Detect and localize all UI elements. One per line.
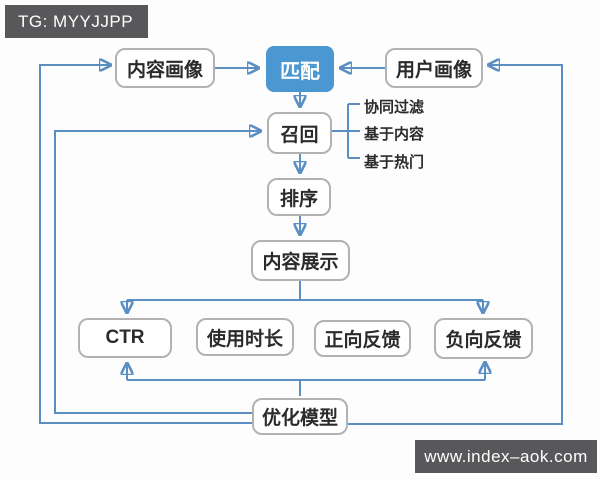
node-content-profile: 内容画像 [115, 48, 215, 88]
watermark-tag-text: TG: MYYJJPP [18, 11, 134, 31]
recall-method-collaborative-filtering: 协同过滤 [364, 99, 425, 116]
node-user-profile: 用户画像 [385, 48, 483, 88]
watermark-tag-banner: TG: MYYJJPP [5, 5, 148, 38]
node-match: 匹配 [266, 46, 334, 92]
node-negative-feedback: 负向反馈 [434, 318, 533, 359]
node-optimize-model-label: 优化模型 [261, 408, 338, 429]
edge-optimize-to-content-loop [39, 65, 252, 424]
node-optimize-model: 优化模型 [252, 398, 348, 435]
watermark-site-text: www.index–aok.com [424, 446, 588, 466]
recall-method-popularity-based: 基于热门 [364, 154, 425, 171]
edge-optimize-split [127, 379, 485, 396]
node-recall: 召回 [267, 112, 332, 154]
node-usage-time: 使用时长 [196, 318, 294, 356]
node-match-label: 匹配 [280, 60, 320, 83]
node-ctr: CTR [78, 318, 172, 358]
node-recall-label: 召回 [280, 124, 319, 146]
edge-optimize-to-recall-loop [54, 131, 260, 414]
node-negative-feedback-label: 负向反馈 [445, 330, 522, 351]
recall-method-content-based: 基于内容 [364, 126, 425, 143]
node-positive-feedback-label: 正向反馈 [324, 330, 401, 351]
watermark-site-banner: www.index–aok.com [415, 440, 597, 473]
node-positive-feedback: 正向反馈 [314, 320, 411, 357]
edge-display-split [127, 281, 483, 301]
node-ctr-label: CTR [105, 327, 145, 348]
node-content-profile-label: 内容画像 [126, 59, 203, 81]
node-content-display: 内容展示 [251, 240, 350, 281]
node-user-profile-label: 用户画像 [395, 59, 472, 81]
node-content-display-label: 内容展示 [262, 252, 339, 273]
node-rank-label: 排序 [279, 188, 318, 210]
node-usage-time-label: 使用时长 [206, 328, 283, 350]
edge-optimize-to-user-loop [348, 65, 563, 425]
node-rank: 排序 [267, 178, 331, 216]
recall-methods-bracket [332, 103, 360, 159]
